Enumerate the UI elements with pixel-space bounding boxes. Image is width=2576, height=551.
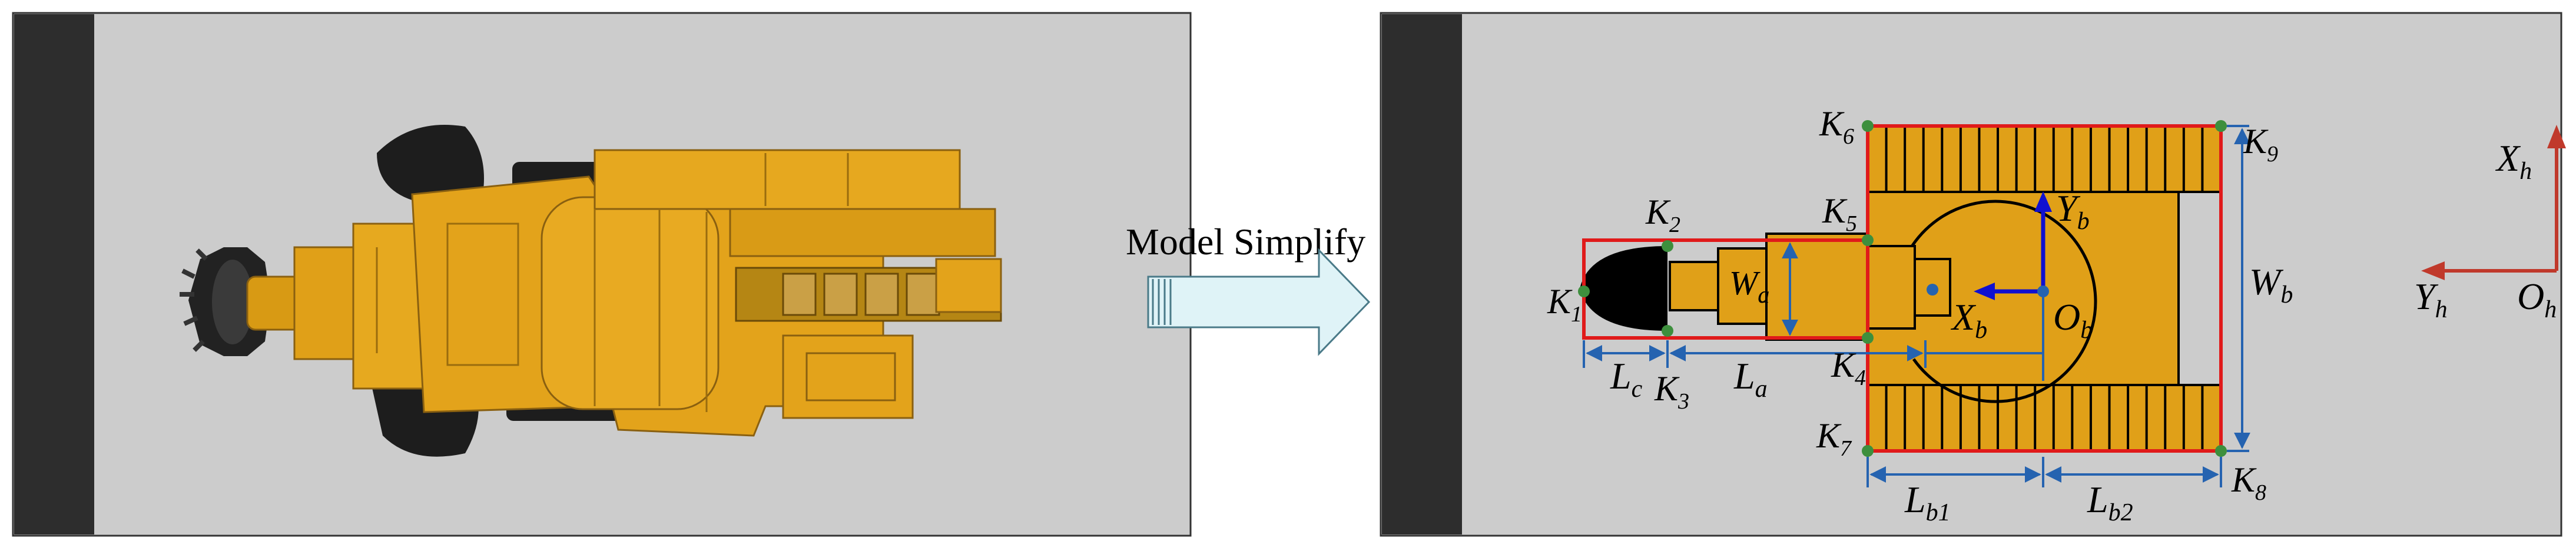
body-boundary — [1866, 124, 2223, 453]
label-k2: K2 — [1645, 192, 1680, 237]
math-labels: K1 K2 K3 K4 K5 K6 K7 K8 K9 Lc La Wa Wc W… — [1547, 104, 2557, 526]
model-simplify-arrow: Model Simplify — [1126, 221, 1371, 356]
label-k7: K7 — [1816, 416, 1852, 461]
label-wb: Wb — [2249, 261, 2293, 308]
label-k5: K5 — [1822, 191, 1857, 236]
dimension-lines — [1583, 125, 2250, 487]
arrow-label: Model Simplify — [1126, 221, 1365, 263]
ob-origin — [2037, 286, 2049, 297]
global-frame — [2421, 125, 2566, 280]
turret-ring — [1903, 200, 2097, 403]
label-k9: K9 — [2243, 122, 2278, 167]
label-oh: Oh — [2517, 276, 2557, 323]
left-panel-strip — [14, 14, 94, 535]
roadheader-3d-model — [180, 125, 1002, 457]
key-points — [1578, 120, 2227, 457]
label-yb: Yb — [2056, 187, 2090, 235]
top-track — [1866, 125, 2222, 193]
label-k4: K4 — [1831, 346, 1866, 390]
xh-arrow-head — [2547, 125, 2566, 148]
label-lb1: Lb1 — [1904, 479, 1951, 526]
point-k2 — [1662, 240, 1673, 252]
cutter-head-simplified — [1580, 246, 1667, 331]
label-yh: Yh — [2414, 276, 2448, 323]
label-k3: K3 — [1654, 369, 1689, 414]
point-k8 — [2215, 445, 2227, 457]
label-lb2: Lb2 — [2087, 479, 2133, 526]
point-k5 — [1862, 234, 1874, 246]
label-lc: Lc — [1610, 355, 1643, 403]
label-wa: Wa — [1729, 264, 1769, 308]
point-k7 — [1862, 445, 1874, 457]
simplified-model — [1580, 124, 2223, 453]
label-k8: K8 — [2231, 460, 2266, 505]
yb-arrow-head — [2034, 191, 2052, 212]
point-k3 — [1662, 325, 1673, 337]
label-k6: K6 — [1819, 104, 1854, 149]
point-k9 — [2215, 120, 2227, 132]
label-wc: Wc — [1729, 264, 1768, 308]
label-la: La — [1733, 355, 1768, 403]
point-k6 — [1862, 120, 1874, 132]
bottom-track — [1866, 384, 2222, 452]
point-k1 — [1578, 286, 1590, 297]
xb-arrow-head — [1974, 283, 1995, 300]
cutter-head — [180, 247, 271, 356]
right-panel-strip — [1382, 14, 1462, 535]
label-xb: Xb — [1950, 296, 1987, 344]
body-frame — [1927, 191, 2052, 300]
label-ob: Ob — [2053, 296, 2093, 344]
label-xh: Xh — [2495, 137, 2532, 185]
label-k1: K1 — [1547, 282, 1582, 327]
yh-arrow-head — [2421, 261, 2445, 280]
point-k4 — [1862, 332, 1874, 344]
